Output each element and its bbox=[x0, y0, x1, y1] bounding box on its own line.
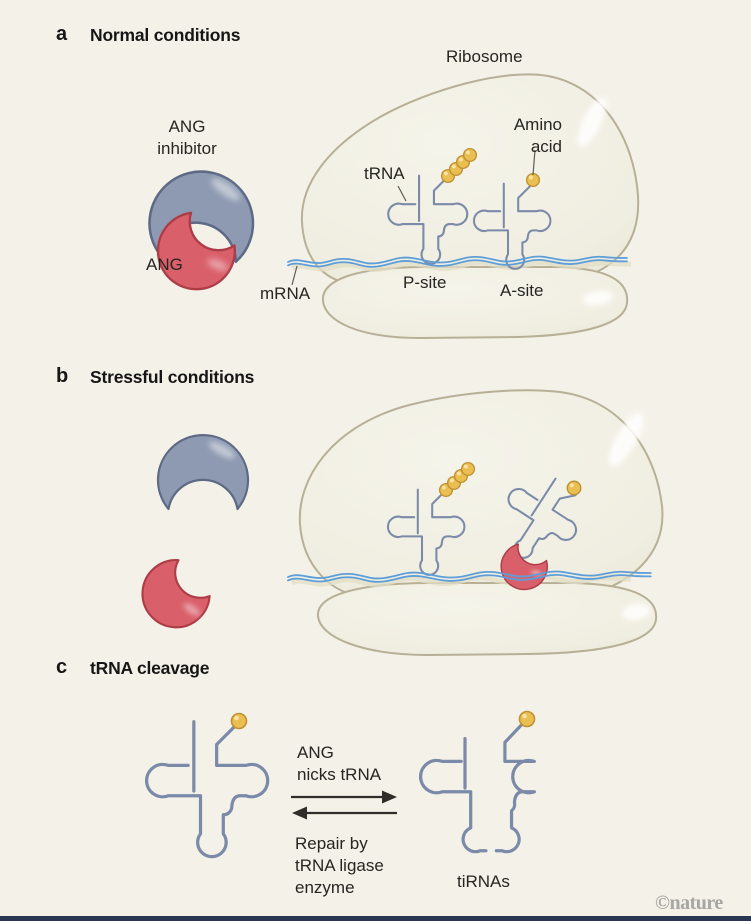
panel-b-graphics bbox=[139, 389, 664, 657]
a-site-label: A-site bbox=[500, 281, 544, 300]
amino-acid-bead-c1 bbox=[230, 712, 248, 730]
subunit-shine bbox=[583, 290, 613, 306]
ribosome-small-subunit-b bbox=[316, 582, 658, 657]
p-site-label: P-site bbox=[403, 273, 447, 292]
amino-acid-label: Amino acid bbox=[513, 115, 562, 156]
panel-a-tag: a bbox=[56, 23, 68, 45]
ang-label: ANG bbox=[146, 255, 183, 274]
subunit-shine-b bbox=[622, 603, 650, 621]
trna-label: tRNA bbox=[364, 164, 405, 183]
reverse-reaction-label: Repair by tRNA ligase enzyme bbox=[295, 834, 384, 897]
panel-c-title: tRNA cleavage bbox=[90, 658, 210, 678]
ang-inhibitor-label: ANG inhibitor bbox=[157, 117, 217, 158]
panel-a-graphics bbox=[144, 73, 640, 340]
ang-inhibitor-crescent-free bbox=[156, 434, 250, 511]
ribosome-shine-b bbox=[608, 413, 644, 467]
ribosome-large-subunit-b bbox=[298, 389, 664, 603]
amino-acid-bead-c2 bbox=[518, 710, 536, 728]
ang-inhibitor-crescent bbox=[144, 163, 261, 265]
panel-a-title: Normal conditions bbox=[90, 25, 241, 45]
ribosome-small-subunit bbox=[321, 266, 629, 340]
footer-bar bbox=[0, 916, 751, 921]
forward-arrow bbox=[291, 790, 397, 804]
trna-label-tick bbox=[397, 185, 407, 202]
reverse-arrow bbox=[292, 806, 397, 820]
amino-acid-bead bbox=[525, 172, 541, 188]
panel-c-tag: c bbox=[56, 656, 68, 678]
amino-acid-bead-b bbox=[566, 480, 582, 496]
tirna-right-half bbox=[494, 723, 536, 854]
ang-crescent bbox=[151, 206, 241, 296]
panel-b-tag: b bbox=[56, 365, 69, 387]
ang-crescent-free bbox=[139, 556, 214, 631]
ribosome-large-subunit bbox=[300, 73, 640, 288]
ribosome-shine bbox=[577, 97, 607, 147]
panel-b-title: Stressful conditions bbox=[90, 367, 255, 387]
nature-credit: ©nature bbox=[655, 892, 723, 914]
mrna-label-tick bbox=[291, 265, 298, 286]
tirnas-label: tiRNAs bbox=[457, 872, 510, 891]
cleaved-trna bbox=[418, 723, 536, 854]
panel-c-graphics bbox=[144, 710, 536, 859]
intact-trna bbox=[144, 712, 270, 859]
ribosome-label: Ribosome bbox=[446, 47, 523, 66]
tirna-left-half bbox=[418, 736, 488, 854]
amino-acid-label-tick bbox=[532, 149, 536, 176]
forward-reaction-label: ANG nicks tRNA bbox=[297, 743, 382, 784]
mrna-label: mRNA bbox=[260, 284, 311, 303]
